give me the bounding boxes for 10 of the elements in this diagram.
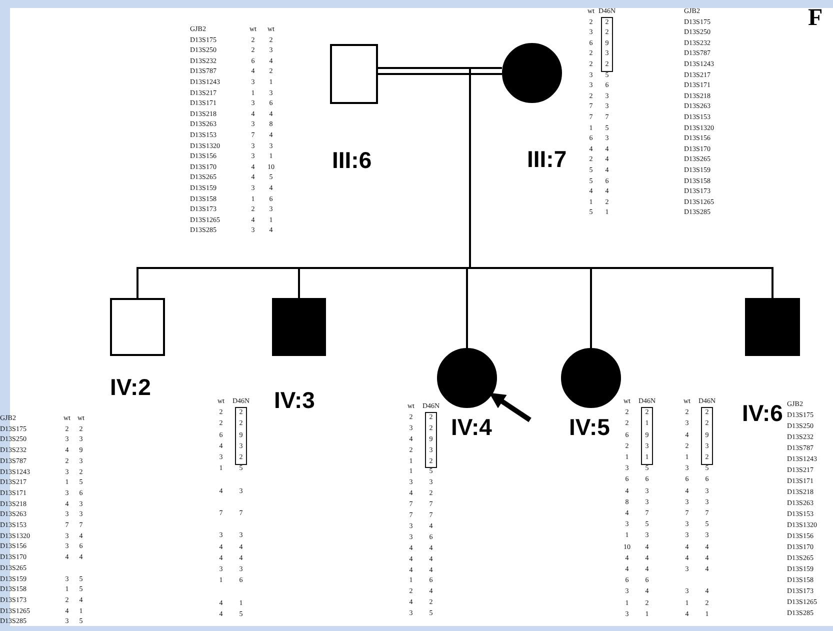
individual-id: IV:4: [451, 416, 492, 439]
pedigree-line: [377, 67, 503, 75]
proband-arrow: [489, 392, 532, 422]
individual-id: III:7: [527, 148, 567, 171]
individual-id: IV:5: [569, 416, 610, 439]
individual-id: IV:2: [110, 376, 151, 399]
panel-letter: F: [808, 6, 823, 30]
individual-id: III:6: [332, 149, 372, 172]
individual-id: IV:6: [742, 402, 783, 425]
individual-id: IV:3: [274, 389, 315, 412]
